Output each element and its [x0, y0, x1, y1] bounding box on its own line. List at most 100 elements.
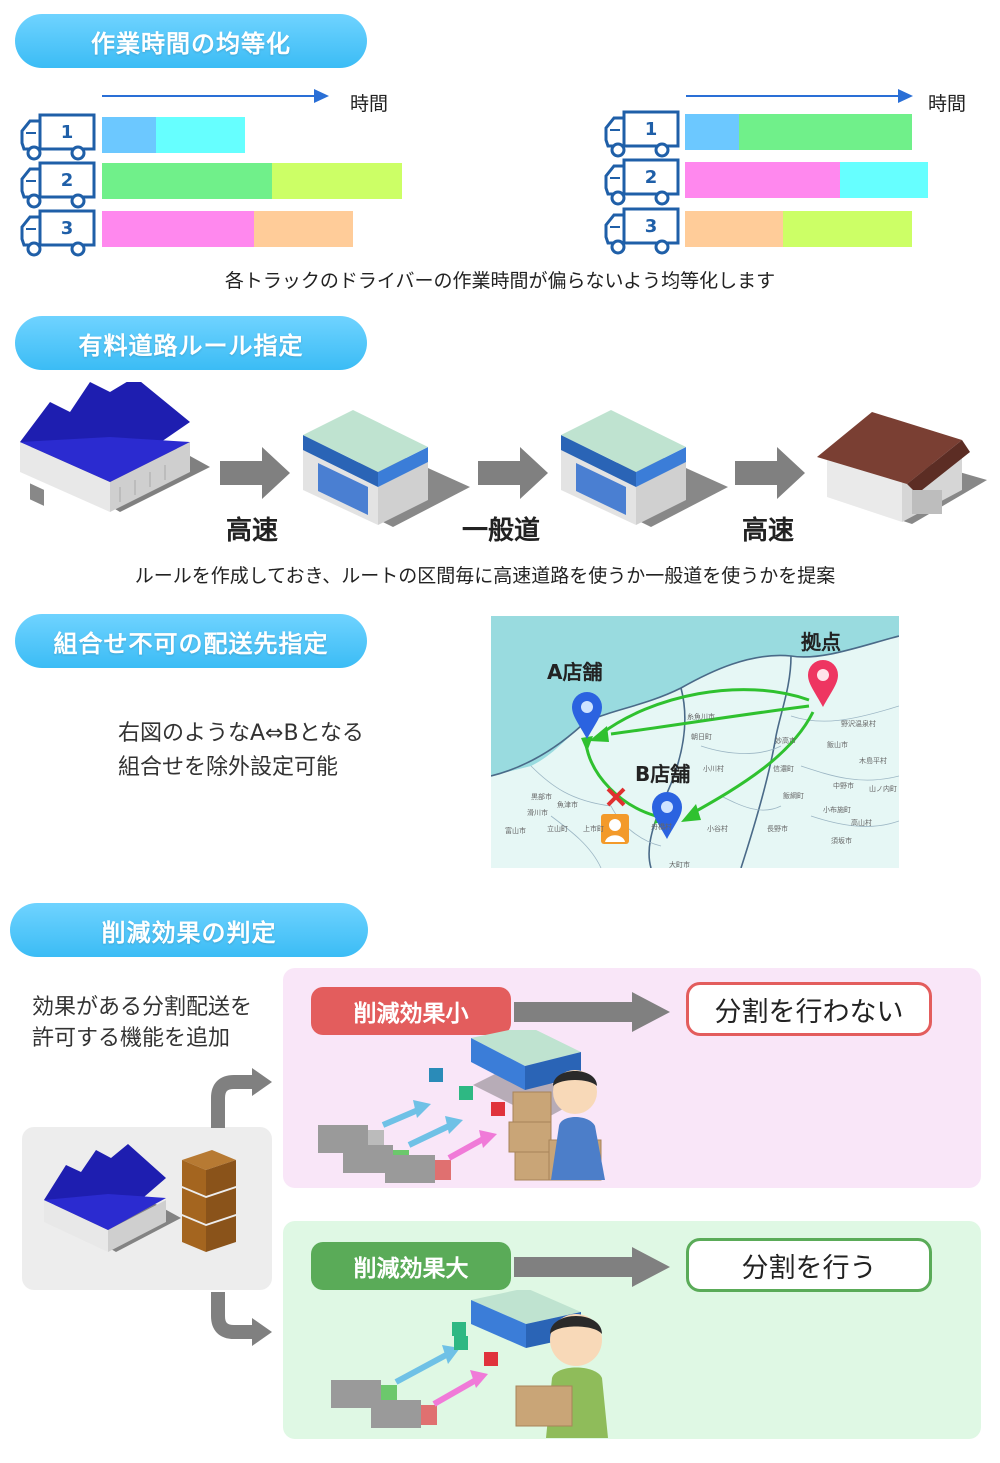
bar-truck2-segment1-left	[102, 163, 272, 199]
store-a-label: A店舗	[547, 660, 603, 684]
map-place-name: 長野市	[767, 825, 788, 833]
map-place-name: 滑川市	[527, 809, 548, 817]
bar-truck3-segment2-left	[254, 211, 353, 247]
truck-number: 3	[644, 215, 658, 237]
route-label-highway-1: 高速	[226, 516, 279, 546]
cargo-boxes-icon	[182, 1150, 236, 1252]
route-arrows-green	[581, 688, 815, 824]
map-place-name: 高山村	[851, 819, 872, 827]
map-place-name: 飯綱町	[783, 792, 804, 800]
reduction-intro-line2: 許可する機能を追加	[32, 1026, 231, 1051]
equalize-caption: 各トラックのドライバーの作業時間が偏らないよう均等化します	[224, 270, 776, 292]
truck-number: 2	[60, 169, 74, 191]
truck-2-left-icon: 2	[20, 161, 96, 209]
section-title-text: 組合せ不可の配送先指定	[53, 629, 329, 658]
large-effect-tag: 削減効果大	[311, 1242, 511, 1290]
base-pin-icon	[808, 660, 838, 707]
map-place-name: 木島平村	[859, 757, 887, 765]
map-place-name: 富山市	[505, 827, 526, 835]
map-place-name: 山ノ内町	[869, 785, 897, 793]
prohibited-x-icon	[606, 787, 626, 807]
branch-arrow-up	[211, 1068, 272, 1128]
combo-description: 右図のようなA⇔Bとなる 組合せを除外設定可能	[118, 717, 364, 785]
small-effect-illustration	[318, 1030, 605, 1183]
route-arrow-1	[220, 447, 290, 499]
region-map: A店舗 B店舗 拠点 糸魚川市妙高市飯山市 野沢温泉村木島平村山ノ内町 中野市小布施…	[491, 616, 899, 868]
route-label-highway-2: 高速	[742, 516, 795, 546]
map-place-name: 飯山市	[827, 741, 848, 749]
house-icon	[817, 412, 987, 524]
base-label: 拠点	[801, 630, 841, 654]
reduction-intro: 効果がある分割配送を 許可する機能を追加	[32, 992, 252, 1054]
map-place-name: 朝日町	[691, 733, 712, 741]
map-place-name: 糸魚川市	[687, 713, 715, 721]
truck-3-right-icon: 3	[604, 207, 680, 255]
time-axis-arrow-right	[686, 89, 913, 103]
map-place-name: 上市町	[583, 825, 604, 833]
route-arrow-3	[735, 447, 805, 499]
truck-2-right-icon: 2	[604, 158, 680, 206]
map-place-name: 小布施町	[823, 806, 851, 814]
truck-number: 2	[644, 166, 658, 188]
bar-truck3-segment2-right	[783, 211, 912, 247]
bar-truck2-segment1-right	[685, 162, 840, 198]
store-icon-1	[303, 410, 470, 527]
bar-truck1-segment1-right	[685, 114, 739, 150]
large-effect-illustration	[331, 1290, 608, 1438]
driver-person-icon	[601, 814, 629, 844]
toll-caption: ルールを作成しておき、ルートの区間毎に高速道路を使うか一般道を使うかを提案	[134, 565, 836, 587]
small-effect-tag: 削減効果小	[311, 987, 511, 1035]
map-place-name: 舟橋村	[651, 823, 672, 831]
bar-truck3-segment1-left	[102, 211, 254, 247]
reduction-intro-line1: 効果がある分割配送を	[32, 995, 253, 1020]
route-arrow-2	[478, 447, 548, 499]
section-title-text: 有料道路ルール指定	[78, 331, 304, 360]
bar-truck1-segment1-left	[102, 117, 156, 153]
map-place-name: 須坂市	[831, 837, 852, 845]
truck-number: 3	[60, 217, 74, 239]
section-title-reduction: 削減効果の判定	[10, 903, 368, 957]
section-title-toll: 有料道路ルール指定	[15, 316, 367, 370]
map-place-name: 大町市	[669, 861, 690, 868]
map-place-name: 黒部市	[531, 793, 552, 801]
branch-arrow-down	[211, 1292, 272, 1346]
section-title-text: 削減効果の判定	[101, 918, 277, 947]
truck-1-right-icon: 1	[604, 110, 680, 158]
map-place-name: 信濃町	[773, 765, 794, 773]
section-title-text: 作業時間の均等化	[91, 29, 291, 58]
map-place-name: 小川村	[703, 765, 724, 773]
combo-description-line1: 右図のようなA⇔Bとなる	[118, 721, 364, 746]
small-effect-arrow	[514, 992, 670, 1032]
bar-truck2-segment2-right	[840, 162, 928, 198]
route-label-local-road: 一般道	[462, 516, 541, 546]
large-effect-result: 分割を行う	[686, 1238, 932, 1292]
map-place-name: 魚津市	[557, 801, 578, 809]
map-place-name: 妙高市	[775, 737, 796, 745]
time-axis-label-left: 時間	[350, 93, 389, 115]
section-title-combo: 組合せ不可の配送先指定	[15, 614, 367, 668]
truck-1-left-icon: 1	[20, 113, 96, 161]
warehouse-icon-small	[44, 1144, 181, 1252]
time-axis-label-right: 時間	[928, 93, 967, 115]
warehouse-icon	[20, 382, 210, 512]
large-effect-arrow	[514, 1247, 670, 1287]
store-icon-2	[561, 410, 728, 527]
truck-number: 1	[60, 121, 74, 143]
map-place-name: 立山町	[547, 825, 568, 833]
store-b-pin-icon	[652, 792, 682, 839]
bar-truck2-segment2-left	[272, 163, 402, 199]
map-place-name: 中野市	[833, 782, 854, 790]
time-axis-arrow-left	[102, 89, 329, 103]
bar-truck3-segment1-right	[685, 211, 783, 247]
combo-description-line2: 組合せを除外設定可能	[118, 755, 339, 780]
small-effect-result: 分割を行わない	[686, 982, 932, 1036]
store-b-label: B店舗	[635, 762, 691, 786]
bar-truck1-segment2-left	[156, 117, 245, 153]
section-title-equalize: 作業時間の均等化	[15, 14, 367, 68]
map-terrain	[491, 616, 899, 868]
truck-number: 1	[644, 118, 658, 140]
truck-3-left-icon: 3	[20, 209, 96, 257]
bar-truck1-segment2-right	[739, 114, 912, 150]
map-place-name: 野沢温泉村	[841, 720, 876, 728]
store-a-pin-icon	[572, 692, 602, 739]
